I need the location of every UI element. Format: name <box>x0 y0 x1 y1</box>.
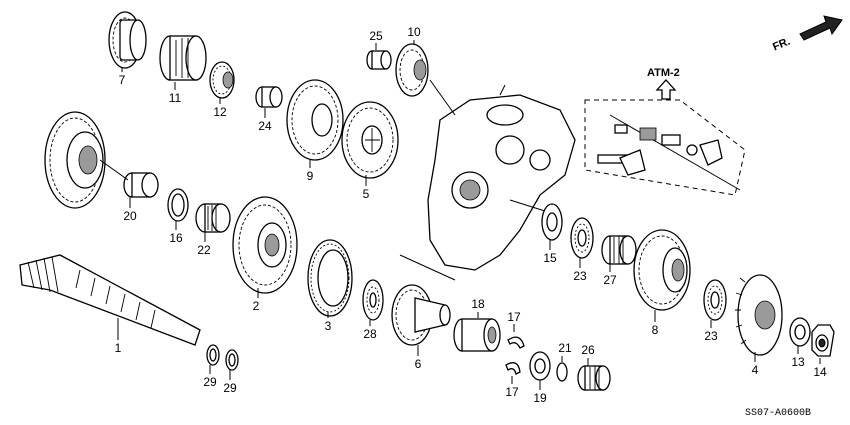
callout-10[interactable]: 10 <box>407 25 421 39</box>
part-8-gear[interactable] <box>633 229 691 322</box>
callout-17-upper[interactable]: 17 <box>507 310 521 324</box>
callout-19[interactable]: 19 <box>533 391 547 405</box>
callout-29-right[interactable]: 29 <box>223 381 237 395</box>
part-9-gear[interactable] <box>286 79 344 168</box>
callout-16[interactable]: 16 <box>169 231 183 245</box>
callout-9[interactable]: 9 <box>307 169 314 183</box>
part-11-sleeve[interactable] <box>159 35 207 90</box>
part-21-washer[interactable] <box>556 356 568 382</box>
part-23-bearing-upper[interactable] <box>570 217 594 268</box>
part-12-gear[interactable] <box>209 61 235 104</box>
part-28-thrust-bearing[interactable] <box>362 279 384 326</box>
callout-23-upper[interactable]: 23 <box>573 269 587 283</box>
part-10-gear[interactable] <box>395 40 429 97</box>
part-18-collar[interactable] <box>453 312 501 352</box>
part-14-locknut[interactable] <box>811 324 835 364</box>
part-19-ring[interactable] <box>529 351 551 390</box>
part-5-gear[interactable] <box>341 101 399 186</box>
callout-7[interactable]: 7 <box>119 73 126 87</box>
callout-22[interactable]: 22 <box>197 243 211 257</box>
drawing-code: SS07-A0600B <box>745 408 811 419</box>
callout-18[interactable]: 18 <box>471 297 485 311</box>
callout-26[interactable]: 26 <box>581 343 595 357</box>
callout-14[interactable]: 14 <box>813 365 827 379</box>
callout-11[interactable]: 11 <box>169 91 182 105</box>
callout-27[interactable]: 27 <box>603 273 617 287</box>
callout-4[interactable]: 4 <box>752 363 759 377</box>
part-24-needle-bearing[interactable] <box>255 86 283 118</box>
callout-23-lower[interactable]: 23 <box>704 329 718 343</box>
part-29-spacer-right[interactable] <box>225 349 239 380</box>
callout-12[interactable]: 12 <box>213 105 227 119</box>
part-17-snap-ring-lower[interactable] <box>505 362 521 384</box>
callout-6[interactable]: 6 <box>415 357 422 371</box>
callout-25[interactable]: 25 <box>369 29 383 43</box>
part-3-synchro-ring[interactable] <box>307 239 353 318</box>
callout-8[interactable]: 8 <box>652 323 659 337</box>
part-1-mainshaft[interactable] <box>19 254 201 346</box>
callout-5[interactable]: 5 <box>363 187 370 201</box>
clutch-drum <box>44 111 129 209</box>
callout-13[interactable]: 13 <box>791 355 805 369</box>
part-7-gear[interactable] <box>108 11 147 72</box>
part-15-thrust-washer[interactable] <box>541 203 563 250</box>
callout-3[interactable]: 3 <box>325 319 332 333</box>
front-direction-arrow: FR. <box>771 15 843 54</box>
part-6-gear[interactable] <box>391 284 451 356</box>
callout-15[interactable]: 15 <box>543 251 557 265</box>
callout-21[interactable]: 21 <box>558 341 572 355</box>
part-22-needle-bearing[interactable] <box>195 203 231 242</box>
part-20-collar[interactable] <box>123 172 159 208</box>
callout-1[interactable]: 1 <box>115 341 122 355</box>
part-13-washer[interactable] <box>789 317 811 354</box>
arrow-right-icon <box>799 15 843 41</box>
callout-24[interactable]: 24 <box>258 119 272 133</box>
part-17-snap-ring-upper[interactable] <box>507 324 525 349</box>
part-16-washer[interactable] <box>167 188 189 230</box>
callout-20[interactable]: 20 <box>123 209 137 223</box>
part-25-needle-bearing[interactable] <box>366 43 392 70</box>
part-23-bearing-lower[interactable] <box>703 279 727 328</box>
atm-reference-label: ATM-2 <box>647 67 680 79</box>
governor-assembly-detail <box>584 99 746 196</box>
callout-2[interactable]: 2 <box>253 299 260 313</box>
direction-label: FR. <box>771 36 792 54</box>
transmission-case <box>399 84 576 281</box>
callout-29-left[interactable]: 29 <box>203 375 217 389</box>
part-29-spacer-left[interactable] <box>206 344 220 374</box>
arrow-up-icon <box>655 79 677 100</box>
part-2-gear[interactable] <box>232 196 298 298</box>
callout-28[interactable]: 28 <box>363 327 377 341</box>
part-26-needle-bearing[interactable] <box>577 358 611 391</box>
part-4-parking-gear[interactable] <box>735 274 783 362</box>
part-27-needle-bearing[interactable] <box>601 235 637 272</box>
callout-17-lower[interactable]: 17 <box>505 385 519 399</box>
